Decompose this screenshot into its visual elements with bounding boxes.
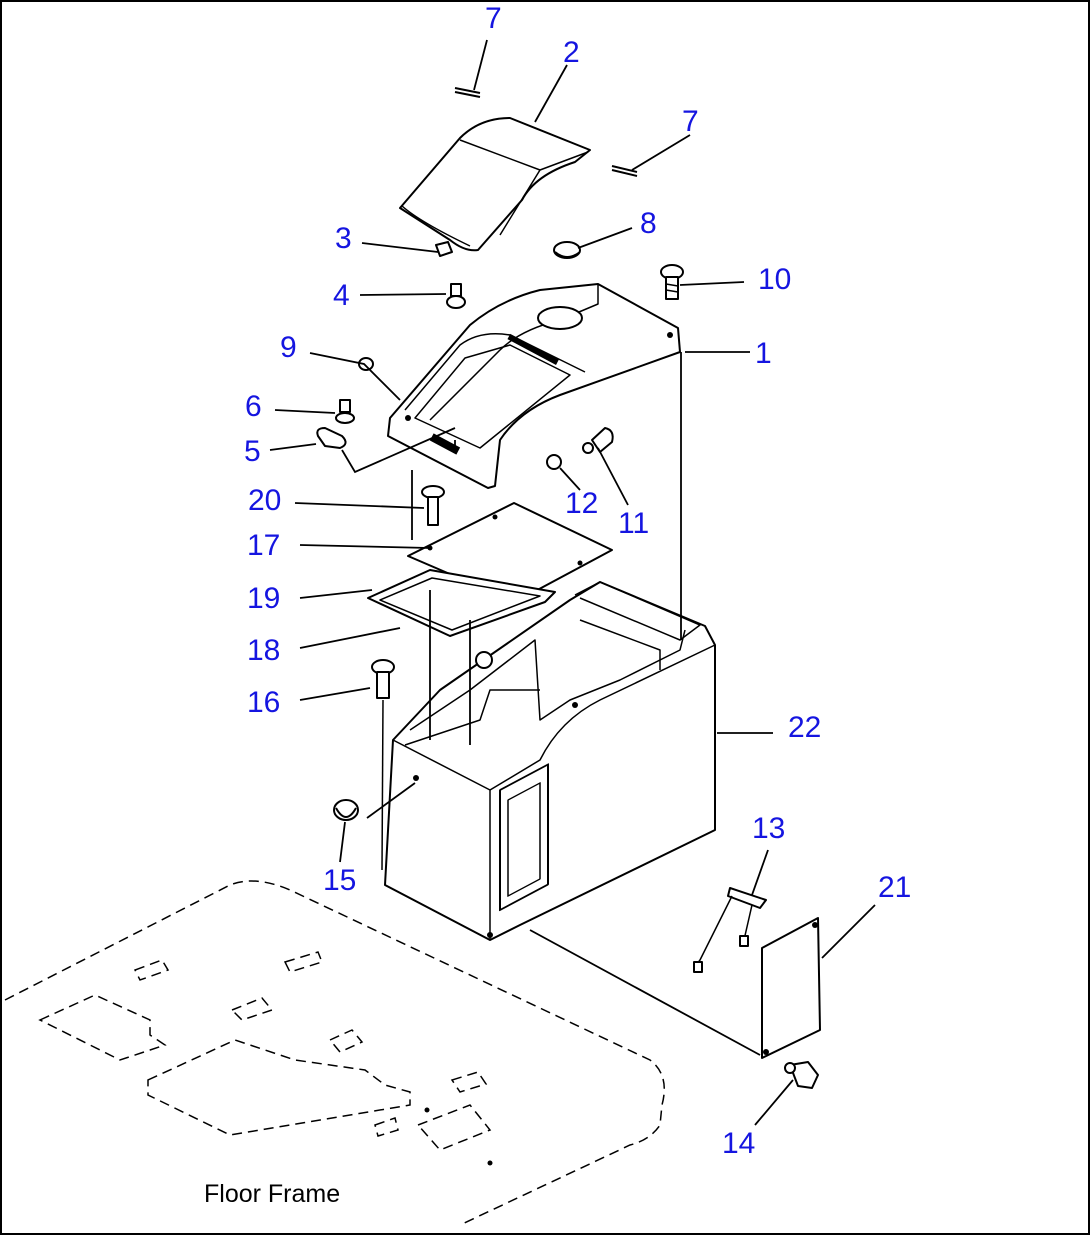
cover-part-2 xyxy=(399,117,591,252)
nut-part-12 xyxy=(546,454,562,470)
callout-6: 6 xyxy=(245,390,262,423)
pin-part-7a xyxy=(454,87,481,98)
top-cover-part-1 xyxy=(387,283,681,489)
callout-18: 18 xyxy=(247,634,280,667)
cap-part-8 xyxy=(553,241,581,259)
callout-21: 21 xyxy=(878,871,911,904)
cover-plate-part-21 xyxy=(761,917,821,1059)
callout-7-right: 7 xyxy=(682,105,699,138)
callout-11: 11 xyxy=(618,507,649,540)
knob-part-14 xyxy=(784,1061,819,1089)
callout-20: 20 xyxy=(248,484,281,517)
callout-13: 13 xyxy=(752,812,785,845)
callout-2: 2 xyxy=(563,36,580,69)
callout-22: 22 xyxy=(788,711,821,744)
callout-3: 3 xyxy=(335,222,352,255)
callout-19: 19 xyxy=(247,582,280,615)
screw-part-20 xyxy=(421,485,445,526)
floor-frame xyxy=(4,880,665,1226)
clip-part-3 xyxy=(435,241,453,257)
gasket-part-19 xyxy=(367,569,556,637)
callout-15: 15 xyxy=(323,864,356,897)
callout-17: 17 xyxy=(247,529,280,562)
clip-part-13 xyxy=(693,887,767,973)
callout-7-top: 7 xyxy=(485,2,502,35)
bracket-part-5-connector xyxy=(341,427,456,474)
assembly-guide-lines xyxy=(366,352,761,1056)
callout-4: 4 xyxy=(333,279,350,312)
callout-5: 5 xyxy=(244,435,261,468)
callout-8: 8 xyxy=(640,207,657,240)
callout-12: 12 xyxy=(565,487,598,520)
pin-part-7b xyxy=(611,165,638,177)
callout-labels: 7 2 7 8 3 10 4 1 9 6 5 12 11 20 17 19 18… xyxy=(244,2,911,1160)
callout-10: 10 xyxy=(758,263,791,296)
console-body-part-22 xyxy=(384,581,716,941)
floor-frame-caption: Floor Frame xyxy=(204,1180,340,1208)
screw-part-6 xyxy=(335,399,355,424)
callout-leaders xyxy=(269,39,876,1126)
grommet-part-15 xyxy=(333,799,359,821)
switch-part-11 xyxy=(582,427,614,454)
callout-14: 14 xyxy=(722,1127,755,1160)
callout-16: 16 xyxy=(247,686,280,719)
frame-part-18 xyxy=(379,577,541,631)
callout-9: 9 xyxy=(280,331,297,364)
callout-1: 1 xyxy=(755,337,772,370)
knob-part-9 xyxy=(358,357,374,371)
bracket-part-5 xyxy=(316,427,347,449)
fastener-part-4 xyxy=(446,283,466,309)
bolt-part-16 xyxy=(371,659,395,871)
bolt-part-10 xyxy=(660,264,684,300)
